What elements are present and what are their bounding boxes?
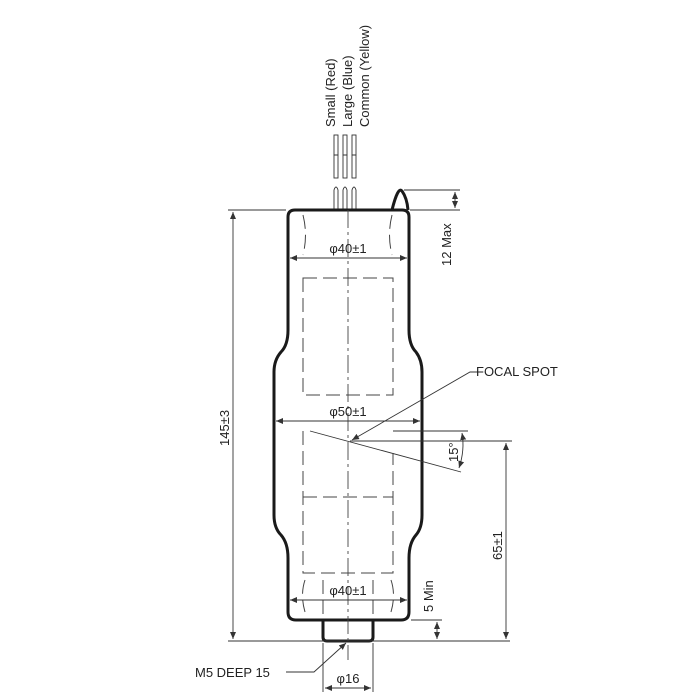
wire-label-large: Large (Blue) (340, 55, 355, 127)
thread-leader (286, 642, 347, 673)
overall-length-dimension (228, 209, 510, 642)
tube-body-outline (272, 208, 424, 622)
wire-label-small: Small (Red) (323, 58, 338, 127)
bottom-diameter-label: φ40±1 (329, 583, 366, 598)
focal-spot-leader (351, 371, 478, 441)
angle-label: 15° (446, 442, 461, 462)
angle-arc (458, 432, 467, 469)
top-diameter-label: φ40±1 (329, 241, 366, 256)
mid-diameter-label: φ50±1 (329, 404, 366, 419)
top-protrusion-label: 12 Max (439, 223, 454, 266)
wire-label-common: Common (Yellow) (357, 25, 372, 127)
stub-extension-lines (322, 643, 374, 692)
internal-hidden-lines (302, 210, 394, 660)
target-angle-line (309, 430, 462, 473)
top-protrusion-dimension (404, 189, 460, 211)
focal-spot-label: FOCAL SPOT (476, 364, 558, 379)
wire-leads (333, 134, 357, 210)
thread-label: M5 DEEP 15 (195, 665, 270, 680)
overall-length-label: 145±3 (217, 410, 232, 446)
stub-diameter-label: φ16 (337, 671, 360, 686)
top-protrusion (390, 188, 410, 211)
bottom-min-label: 5 Min (421, 580, 436, 612)
focal-height-label: 65±1 (490, 531, 505, 560)
